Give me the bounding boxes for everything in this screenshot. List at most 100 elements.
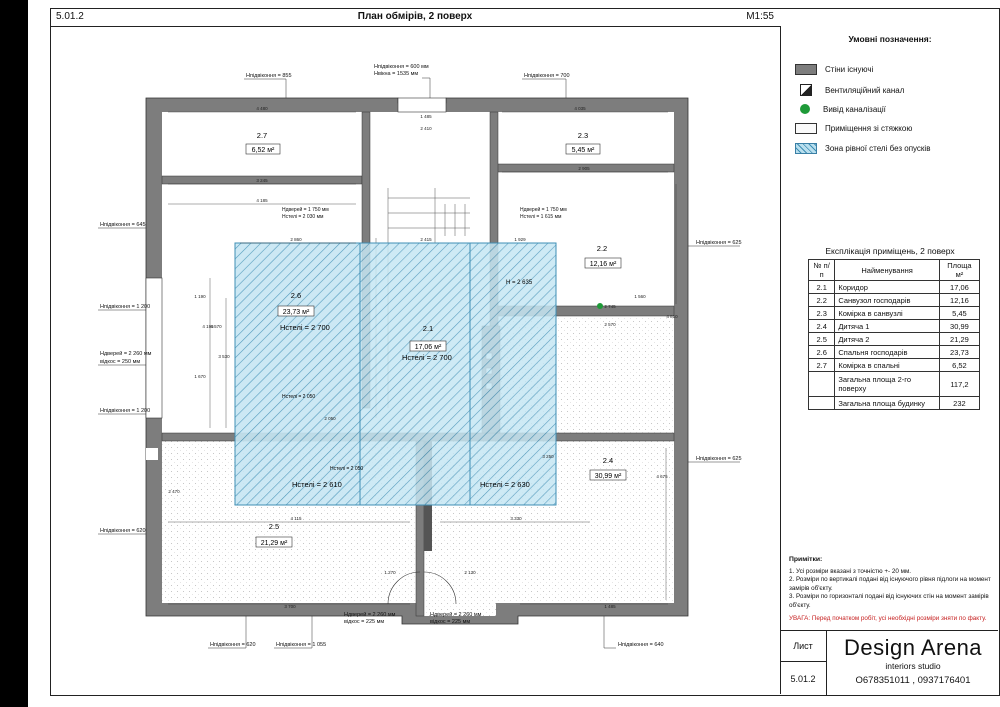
- svg-text:Hпідвіконня = 620: Hпідвіконня = 620: [100, 528, 146, 534]
- svg-text:4 810: 4 810: [666, 314, 678, 319]
- room-label-2-1: 2.1 17,06 м² Hстелі = 2 700: [402, 324, 452, 362]
- table-row: 2.3 Комірка в санвузлі 5,45: [807, 306, 981, 320]
- note-line: 3. Розміри по горизонталі подані від існ…: [789, 593, 989, 609]
- room-label-2-7: 2.7 6,52 м²: [245, 131, 281, 155]
- svg-text:Hпідвіконня = 640: Hпідвіконня = 640: [618, 642, 664, 648]
- window-left-low: [146, 448, 158, 460]
- table-row: 2.5 Дитяча 2 21,29: [807, 332, 981, 346]
- svg-text:4 185: 4 185: [256, 198, 268, 203]
- legend-item-walls: Стіни існуючі: [795, 62, 873, 76]
- drawing-sheet: 5.01.2 План обмірів, 2 поверх М1:55: [50, 8, 1000, 696]
- floor-plan: 2.7 6,52 м² 2.3 5,45 м² 2.2 12,16 м² 2.6…: [98, 64, 742, 649]
- title-bar: 5.01.2 План обмірів, 2 поверх М1:55: [50, 8, 780, 27]
- svg-text:Hпідвіконня = 1 200: Hпідвіконня = 1 200: [100, 304, 150, 310]
- svg-text:3 700: 3 700: [284, 604, 296, 609]
- table-total-row: Загальна площа 2-го поверху 117,2: [807, 371, 981, 397]
- door-arc-bottom-r: [423, 571, 457, 605]
- flat-ceiling-zone-2-2: [469, 242, 557, 506]
- note-line: 1. Усі розміри вказані з точністю +- 20 …: [789, 567, 912, 575]
- svg-text:4 035: 4 035: [574, 106, 586, 111]
- table-row: 2.6 Спальня господарів 23,73: [807, 345, 981, 359]
- sheet-label: Лист: [780, 631, 827, 662]
- height-2635: H = 2 635: [506, 280, 533, 286]
- room-label-2-4: 2.4 30,99 м²: [589, 456, 627, 481]
- svg-text:2 415: 2 415: [420, 237, 432, 242]
- svg-text:відкос = 225 мм: відкос = 225 мм: [344, 619, 384, 625]
- svg-text:відкос = 250 мм: відкос = 250 мм: [100, 359, 140, 365]
- svg-text:30,99 м²: 30,99 м²: [595, 473, 622, 480]
- svg-text:1 485: 1 485: [420, 114, 432, 119]
- note-line: 2. Розміри по вертикалі подані від існую…: [789, 576, 991, 592]
- drain-dot-icon: [597, 303, 603, 309]
- brand-subtitle: interiors studio: [885, 661, 941, 671]
- height-2610: Hстелі = 2 610: [292, 480, 342, 489]
- svg-text:2 745: 2 745: [604, 304, 616, 309]
- svg-text:Hвікна = 1535 мм: Hвікна = 1535 мм: [374, 71, 418, 77]
- svg-text:2.5: 2.5: [269, 522, 279, 531]
- svg-text:2 570: 2 570: [604, 322, 616, 327]
- svg-text:2 050: 2 050: [324, 416, 336, 421]
- brand-name: Design Arena: [843, 635, 983, 660]
- svg-text:3 250: 3 250: [542, 454, 554, 459]
- room-2-3-interior: [496, 112, 674, 164]
- svg-text:1 560: 1 560: [634, 294, 646, 299]
- svg-text:2 905: 2 905: [578, 166, 590, 171]
- table-row: 2.4 Дитяча 1 30,99: [807, 319, 981, 333]
- room-label-2-5: 2.5 21,29 м²: [255, 522, 293, 548]
- svg-text:2.1: 2.1: [423, 324, 433, 333]
- height-2630: Hстелі = 2 630: [480, 480, 530, 489]
- right-panel: Умовні позначення: Стіни існуючі Вентиля…: [780, 26, 999, 694]
- height-2050-a: Hстелі = 2 050: [282, 394, 315, 400]
- table-row: 2.1 Коридор 17,06: [807, 280, 981, 294]
- legend-item-vent: Вентиляційний канал: [795, 83, 904, 97]
- svg-text:4 195: 4 195: [202, 324, 214, 329]
- svg-text:2 860: 2 860: [290, 237, 302, 242]
- svg-text:2.7: 2.7: [257, 131, 267, 140]
- svg-text:Hдверей = 2 260 мм: Hдверей = 2 260 мм: [100, 350, 152, 357]
- legend-item-screed: Приміщення зі стяжкою: [795, 121, 912, 135]
- table-header: № п/п Найменування Площа м²: [807, 259, 981, 281]
- svg-text:Hпідвіконня = 1 055: Hпідвіконня = 1 055: [276, 642, 326, 648]
- explication-title: Експлікація приміщень, 2 поверх: [825, 246, 955, 256]
- svg-text:Hстелі = 2 700: Hстелі = 2 700: [402, 353, 452, 362]
- svg-text:Hстелі = 2 700: Hстелі = 2 700: [280, 323, 330, 332]
- screenshot-margin: [0, 0, 28, 707]
- svg-text:6,52 м²: 6,52 м²: [252, 147, 275, 154]
- svg-text:Hдверей = 1 750 мм: Hдверей = 1 750 мм: [282, 206, 329, 213]
- svg-text:Hпідвіконня = 645: Hпідвіконня = 645: [100, 222, 146, 228]
- sheet-title: План обмірів, 2 поверх: [357, 11, 473, 22]
- svg-text:Hдверей = 2 260 мм: Hдверей = 2 260 мм: [344, 611, 396, 618]
- drain-dot-icon: [800, 104, 810, 114]
- brand-phones: О678351011 , 0937176401: [855, 675, 971, 686]
- window-top-center: [397, 97, 447, 113]
- svg-text:4 115: 4 115: [291, 516, 302, 521]
- svg-text:12,16 м²: 12,16 м²: [590, 261, 617, 268]
- svg-text:2.3: 2.3: [578, 131, 588, 140]
- room-label-2-2: 2.2 12,16 м²: [584, 244, 622, 269]
- svg-text:Hпідвіконня = 1 200: Hпідвіконня = 1 200: [100, 408, 150, 414]
- svg-text:1 270: 1 270: [384, 570, 396, 575]
- svg-text:Hпідвіконня = 600 мм: Hпідвіконня = 600 мм: [374, 64, 429, 70]
- table-total-row: Загальна площа будинку 232: [807, 396, 981, 410]
- svg-text:1 929: 1 929: [514, 237, 526, 242]
- svg-text:Hстелі = 2 030 мм: Hстелі = 2 030 мм: [282, 214, 324, 220]
- svg-text:1 670: 1 670: [194, 374, 206, 379]
- title-block: Лист 5.01.2 Design Arena interiors studi…: [780, 630, 998, 695]
- svg-text:4 570: 4 570: [210, 324, 222, 329]
- svg-text:3 245: 3 245: [256, 178, 268, 183]
- sheet-scale: М1:55: [746, 11, 774, 22]
- wall-swatch: [795, 63, 817, 75]
- svg-text:17,06 м²: 17,06 м²: [415, 344, 442, 351]
- svg-text:2.2: 2.2: [597, 244, 607, 253]
- svg-text:Hпідвіконня = 700: Hпідвіконня = 700: [524, 73, 570, 79]
- svg-text:3 330: 3 330: [510, 516, 522, 521]
- flat-ceiling-swatch: [795, 142, 817, 154]
- svg-text:Hстелі = 1 615 мм: Hстелі = 1 615 мм: [520, 214, 562, 220]
- svg-text:відкос = 225 мм: відкос = 225 мм: [430, 619, 470, 625]
- sheet-number: 5.01.2: [780, 662, 827, 695]
- sheet-code: 5.01.2: [56, 11, 84, 22]
- svg-text:Hпідвіконня = 620: Hпідвіконня = 620: [210, 642, 256, 648]
- svg-text:Hдверей = 2 260 мм: Hдверей = 2 260 мм: [430, 611, 482, 618]
- room-label-2-6: 2.6 23,73 м² Hстелі = 2 700: [277, 291, 330, 332]
- svg-text:5,45 м²: 5,45 м²: [572, 147, 595, 154]
